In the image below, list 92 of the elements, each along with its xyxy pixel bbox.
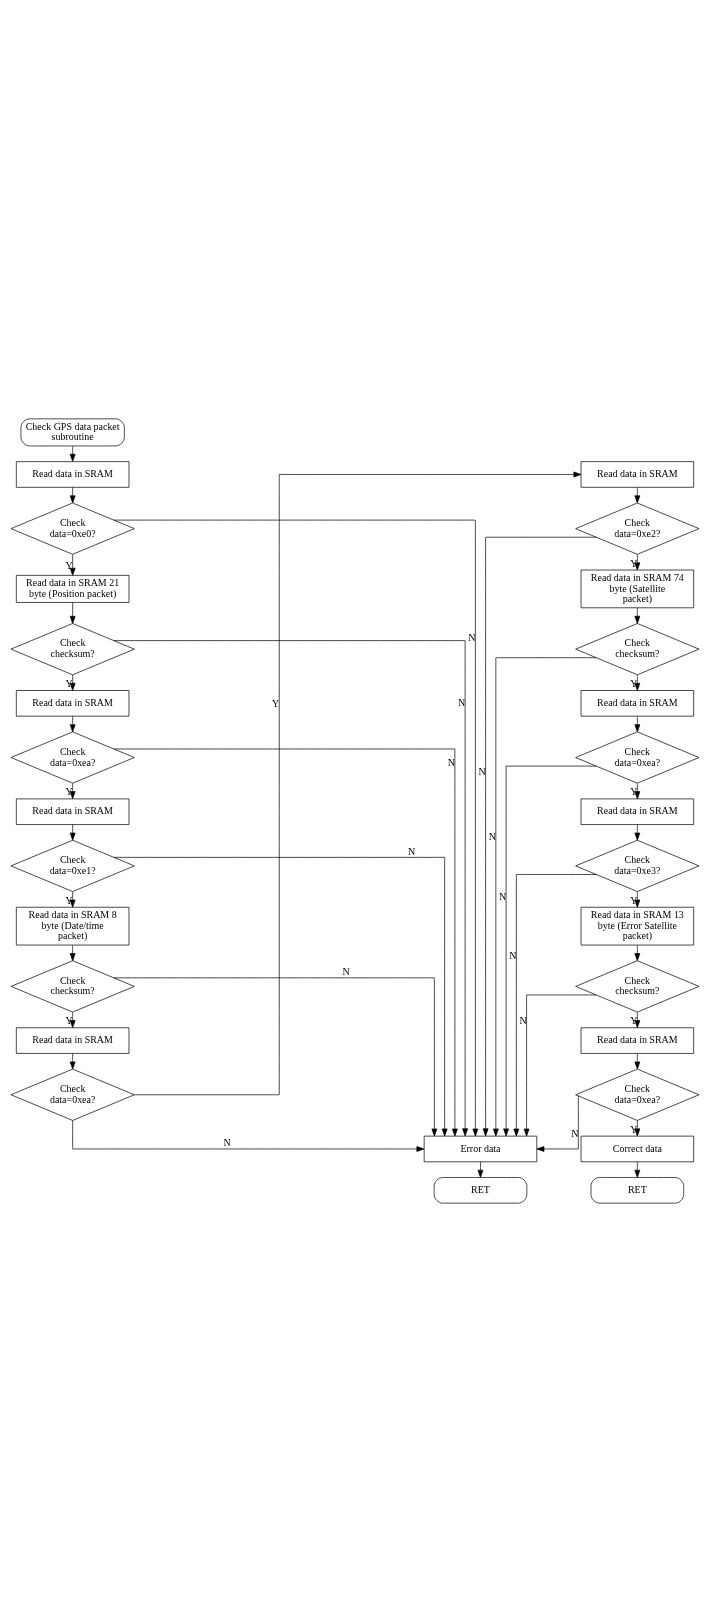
- arrow: [634, 1119, 641, 1136]
- edge-label: N: [519, 1014, 527, 1026]
- node-box: RET: [433, 1176, 528, 1203]
- arrow: [477, 1160, 484, 1178]
- node-box: Read data in SRAM: [15, 798, 130, 825]
- edge-label: Y: [65, 785, 73, 797]
- edge-label: N: [223, 1136, 231, 1148]
- node-box: Read data in SRAM 13 byte (Error Satellite packet): [580, 906, 695, 945]
- arrow: [113, 639, 468, 1136]
- edge-label: Y: [630, 785, 638, 797]
- node-box: Read data in SRAM: [580, 460, 695, 488]
- arrow: [69, 553, 76, 576]
- node-box: Read data in SRAM: [15, 689, 130, 717]
- edge-label: N: [407, 845, 416, 857]
- arrow: [69, 445, 76, 462]
- arrow: [634, 674, 641, 691]
- edge-label: N: [457, 696, 466, 708]
- node-diamond: Check data=0xe0?: [10, 502, 135, 555]
- edge-label: Y: [630, 894, 638, 906]
- arrow: [634, 1052, 641, 1069]
- edge-label: N: [498, 890, 507, 902]
- edge-label: N: [488, 830, 496, 842]
- node-diamond: Check checksum?: [10, 959, 135, 1012]
- node-box: Read data in SRAM 21 byte (Position packet): [15, 574, 130, 603]
- arrow: [634, 715, 641, 732]
- node-diamond: Check data=0xea?: [575, 1068, 700, 1121]
- arrow: [113, 977, 438, 1136]
- edge-label: N: [509, 949, 517, 961]
- arrow: [69, 823, 76, 840]
- node-box: Read data in SRAM 74 byte (Satellite packet): [580, 569, 695, 608]
- arrow: [69, 601, 76, 624]
- arrow: [634, 890, 641, 908]
- edge-label: N: [447, 756, 455, 768]
- arrow: [69, 715, 76, 732]
- edge-label: Y: [630, 1123, 638, 1135]
- node-diamond: Check checksum?: [575, 622, 700, 675]
- arrow: [69, 944, 76, 961]
- arrow: [113, 856, 448, 1136]
- edge-label: Y: [630, 677, 638, 689]
- node-box: Correct data: [580, 1135, 695, 1162]
- arrow: [634, 823, 641, 840]
- node-box: Read data in SRAM: [580, 1026, 695, 1054]
- arrow: [69, 486, 76, 503]
- node-box: Read data in SRAM 8 byte (Date/time packet): [15, 906, 130, 945]
- edge-label: N: [468, 631, 476, 643]
- arrow: [69, 674, 76, 691]
- arrow: [113, 519, 479, 1136]
- arrow: [513, 873, 597, 1136]
- arrow: [69, 782, 76, 799]
- node-box: Read data in SRAM: [580, 689, 695, 717]
- node-box: RET: [590, 1176, 685, 1203]
- arrow: [69, 890, 76, 908]
- edge-label: Y: [272, 697, 280, 709]
- arrow: [634, 944, 641, 961]
- node-diamond: Check checksum?: [10, 622, 135, 675]
- node-box: Read data in SRAM: [580, 798, 695, 825]
- edge-label: Y: [630, 1014, 638, 1026]
- node-diamond: Check data=0xea?: [10, 731, 135, 784]
- node-diamond: Check data=0xe1?: [10, 839, 135, 892]
- node-box: Check GPS data packet subroutine: [20, 418, 125, 446]
- arrow: [634, 607, 641, 624]
- node-diamond: Check checksum?: [575, 959, 700, 1012]
- edge-label: Y: [65, 1014, 73, 1026]
- arrow: [69, 1011, 76, 1028]
- arrow: [634, 553, 641, 570]
- arrow: [536, 1095, 579, 1152]
- edge-label: Y: [65, 677, 73, 689]
- arrow: [493, 656, 597, 1136]
- arrow: [634, 486, 641, 503]
- edge-label: Y: [65, 894, 73, 906]
- node-box: Read data in SRAM: [15, 1026, 130, 1054]
- node-diamond: Check data=0xea?: [575, 731, 700, 784]
- arrow: [482, 536, 597, 1136]
- node-diamond: Check data=0xe3?: [575, 839, 700, 892]
- node-diamond: Check data=0xea?: [10, 1068, 135, 1121]
- arrow: [69, 1052, 76, 1069]
- edge-label: Y: [630, 557, 638, 569]
- arrow: [503, 765, 597, 1136]
- arrow: [634, 782, 641, 799]
- arrow: [634, 1160, 641, 1178]
- node-box: Error data: [423, 1135, 538, 1162]
- arrow: [523, 994, 597, 1136]
- arrow: [72, 1119, 425, 1152]
- node-box: Read data in SRAM: [15, 460, 130, 488]
- edge-label: N: [342, 965, 350, 977]
- arrow: [113, 748, 458, 1136]
- arrow: [634, 1011, 641, 1028]
- edge-label: Y: [65, 559, 73, 571]
- edge-label: N: [571, 1127, 579, 1139]
- edge-label: N: [478, 765, 486, 777]
- node-diamond: Check data=0xe2?: [575, 502, 700, 555]
- arrow: [134, 471, 582, 1095]
